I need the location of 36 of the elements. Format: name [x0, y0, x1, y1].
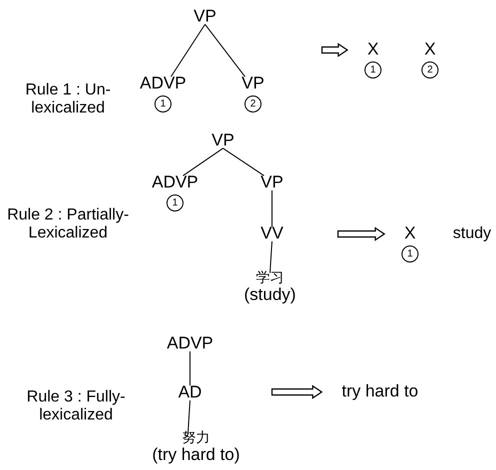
- tree-label: X: [424, 40, 436, 60]
- double-arrow: [321, 42, 348, 58]
- word-label: 学习: [255, 270, 285, 286]
- tree-branch: [222, 148, 264, 176]
- circled-number: 2: [244, 96, 262, 112]
- result-word: study: [452, 224, 492, 244]
- tree-branch: [170, 24, 206, 78]
- tree-label: ADVP: [166, 334, 214, 354]
- tree-label: ADVP: [140, 74, 186, 94]
- gloss-label: (try hard to): [152, 446, 240, 466]
- tree-label: AD: [178, 384, 202, 402]
- circled-number: 1: [154, 96, 172, 112]
- tree-label: VP: [194, 8, 216, 26]
- tree-label: VP: [212, 132, 234, 150]
- tree-branch: [188, 400, 190, 434]
- tree-branch: [182, 148, 224, 176]
- circled-number: 1: [364, 62, 382, 78]
- tree-label: VV: [260, 224, 284, 244]
- tree-branch: [270, 240, 272, 274]
- word-label: 努力: [181, 430, 211, 446]
- circled-number: 1: [402, 246, 418, 262]
- circled-number: 1: [166, 194, 184, 212]
- tree-label: VP: [242, 74, 264, 94]
- gloss-label: (study): [244, 286, 296, 306]
- tree-branch: [204, 24, 246, 78]
- double-arrow: [271, 384, 323, 400]
- circled-number: 2: [422, 62, 438, 78]
- tree-label: ADVP: [152, 174, 198, 192]
- tree-label: X: [404, 224, 416, 244]
- rule-label: Rule 3 : Fully-lexicalized: [26, 388, 126, 426]
- tree-label: try hard to: [342, 382, 418, 402]
- rule-label: Rule 2 : Partially- Lexicalized: [6, 206, 130, 244]
- rule-label: Rule 1 : Un-lexicalized: [24, 82, 112, 118]
- double-arrow: [337, 226, 386, 242]
- tree-label: X: [367, 40, 379, 60]
- tree-label: VP: [260, 174, 284, 192]
